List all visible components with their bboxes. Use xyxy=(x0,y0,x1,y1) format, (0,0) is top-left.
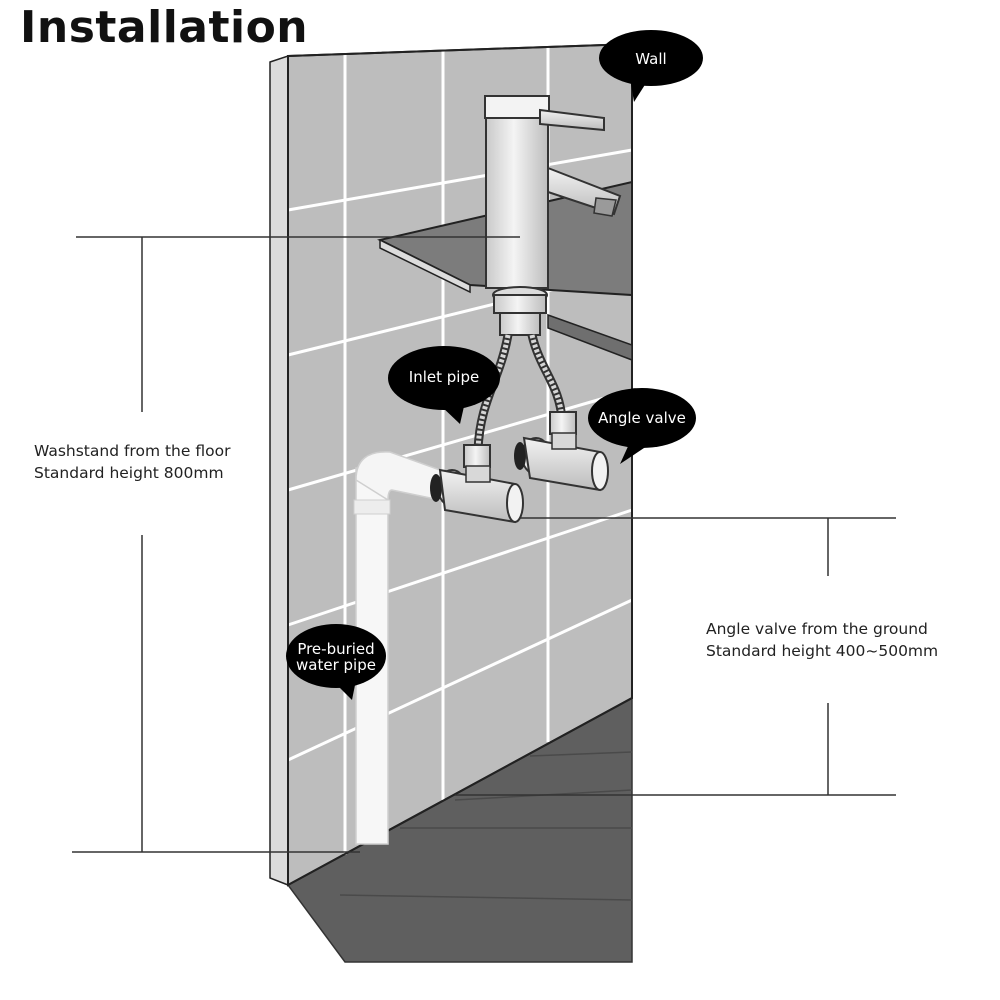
wall-callout: Wall xyxy=(599,30,703,102)
page-title: Installation xyxy=(20,2,309,53)
inlet-pipe-callout-text: Inlet pipe xyxy=(409,368,479,386)
angle-valve-note-line1: Angle valve from the ground xyxy=(706,620,928,638)
angle-valve-height-note: Angle valve from the ground Standard hei… xyxy=(706,618,938,662)
pre-buried-callout-line1: Pre-buried xyxy=(297,640,374,658)
washstand-note-line1: Washstand from the floor xyxy=(34,442,231,460)
washstand-note-line2: Standard height 800mm xyxy=(34,464,224,482)
angle-valve-right xyxy=(514,411,609,492)
pre-buried-callout-line2: water pipe xyxy=(296,656,376,674)
angle-valve-callout-text: Angle valve xyxy=(598,409,686,427)
washstand-height-note: Washstand from the floor Standard height… xyxy=(34,440,230,484)
pre-buried-pipe-callout: Pre-buried water pipe xyxy=(286,624,386,700)
washstand-dimension xyxy=(72,236,520,853)
angle-valve-note-line2: Standard height 400~500mm xyxy=(706,642,939,660)
inlet-pipe-callout: Inlet pipe xyxy=(388,346,500,424)
angle-valve-left xyxy=(430,444,524,524)
wall-callout-text: Wall xyxy=(635,50,666,68)
faucet xyxy=(484,95,622,336)
angle-valve-callout: Angle valve xyxy=(588,388,696,464)
angle-valve-dimension xyxy=(455,517,896,796)
wall-edge xyxy=(269,54,289,887)
